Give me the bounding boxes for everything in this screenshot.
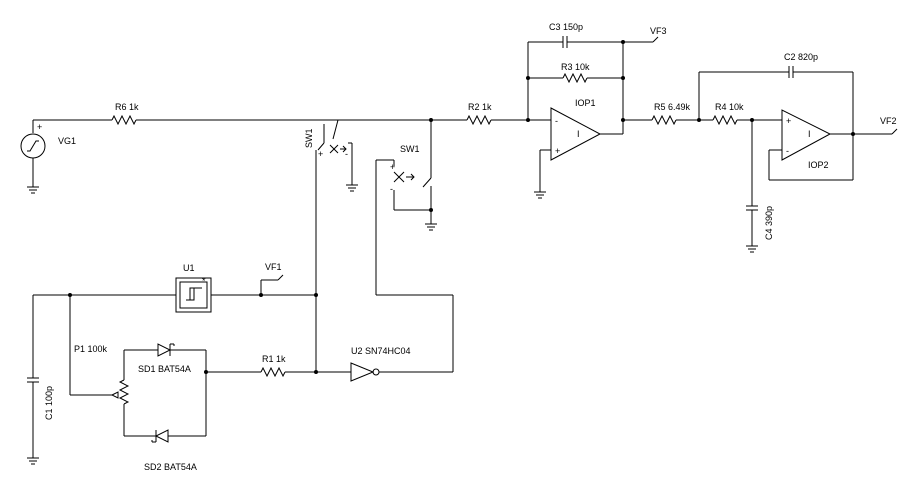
iop1-bar: I <box>577 129 580 139</box>
c2-capacitor[interactable] <box>788 66 794 78</box>
u1-label: U1 <box>183 263 195 273</box>
vg1-label: VG1 <box>58 136 76 146</box>
c2-label: C2 820p <box>784 52 818 62</box>
vf3-label: VF3 <box>650 26 667 36</box>
u1-star: * <box>202 276 206 286</box>
sw1-lower-plus: + <box>390 162 395 172</box>
r5-label: R5 6.49k <box>654 102 691 112</box>
c3-label: C3 150p <box>549 22 583 32</box>
r5-resistor[interactable] <box>651 114 677 126</box>
iop2-bar: I <box>808 129 811 139</box>
sd2-label: SD2 BAT54A <box>144 462 197 472</box>
sw1-lower-switch[interactable] <box>393 120 437 231</box>
junction-316-low <box>314 370 318 374</box>
r2-label: R2 1k <box>468 102 492 112</box>
sw1-upper-plus: + <box>318 149 323 159</box>
iop2-opamp[interactable] <box>781 109 832 161</box>
c4-capacitor[interactable] <box>746 205 758 211</box>
sd1-label: SD1 BAT54A <box>138 364 191 374</box>
junction-316-high <box>314 293 318 297</box>
r1-label: R1 1k <box>262 354 286 364</box>
vf2-label: VF2 <box>880 116 897 126</box>
p1-label: P1 100k <box>74 344 108 354</box>
c4-ground <box>746 245 758 253</box>
r1-resistor[interactable] <box>260 366 286 378</box>
iop1-label: IOP1 <box>575 98 596 108</box>
sw1-upper-minus: - <box>345 149 348 159</box>
c3-capacitor[interactable] <box>562 36 568 48</box>
iop1-minus: - <box>555 116 558 126</box>
u1-schmitt[interactable] <box>175 277 212 313</box>
vf1-probe[interactable] <box>277 274 284 281</box>
vf3-probe[interactable] <box>652 36 659 43</box>
sw1-upper-switch[interactable] <box>317 119 358 192</box>
junction-853 <box>851 132 855 136</box>
r4-label: R4 10k <box>715 102 744 112</box>
r3-resistor[interactable] <box>562 72 588 84</box>
vg1-plus: + <box>37 122 42 132</box>
c1-label: C1 100p <box>44 386 54 420</box>
vf1-label: VF1 <box>265 262 282 272</box>
iop1-opamp[interactable] <box>534 107 602 199</box>
c1-ground <box>27 457 39 465</box>
junction-sw-gnd <box>429 208 433 212</box>
junction-r3 <box>526 76 530 80</box>
sw1-lower-minus: - <box>390 184 393 194</box>
r3-label: R3 10k <box>561 62 590 72</box>
u2-inverter[interactable] <box>350 362 380 382</box>
r2-resistor[interactable] <box>466 114 492 126</box>
iop2-minus: - <box>786 146 789 156</box>
iop1-plus: + <box>555 146 560 156</box>
sw1-upper-label: SW1 <box>304 128 314 148</box>
sw1-lower-label: SW1 <box>400 144 420 154</box>
vg1-source[interactable] <box>20 120 46 194</box>
c1-capacitor[interactable] <box>27 377 39 383</box>
vf2-probe[interactable] <box>891 128 898 135</box>
r4-resistor[interactable] <box>712 114 738 126</box>
r6-resistor[interactable] <box>111 114 137 126</box>
c4-label: C4 390p <box>764 206 774 240</box>
iop2-plus: + <box>786 116 791 126</box>
r6-label: R6 1k <box>115 102 139 112</box>
p1-potentiometer[interactable] <box>110 350 130 436</box>
u2-label: U2 SN74HC04 <box>351 346 411 356</box>
iop2-label: IOP2 <box>808 160 829 170</box>
